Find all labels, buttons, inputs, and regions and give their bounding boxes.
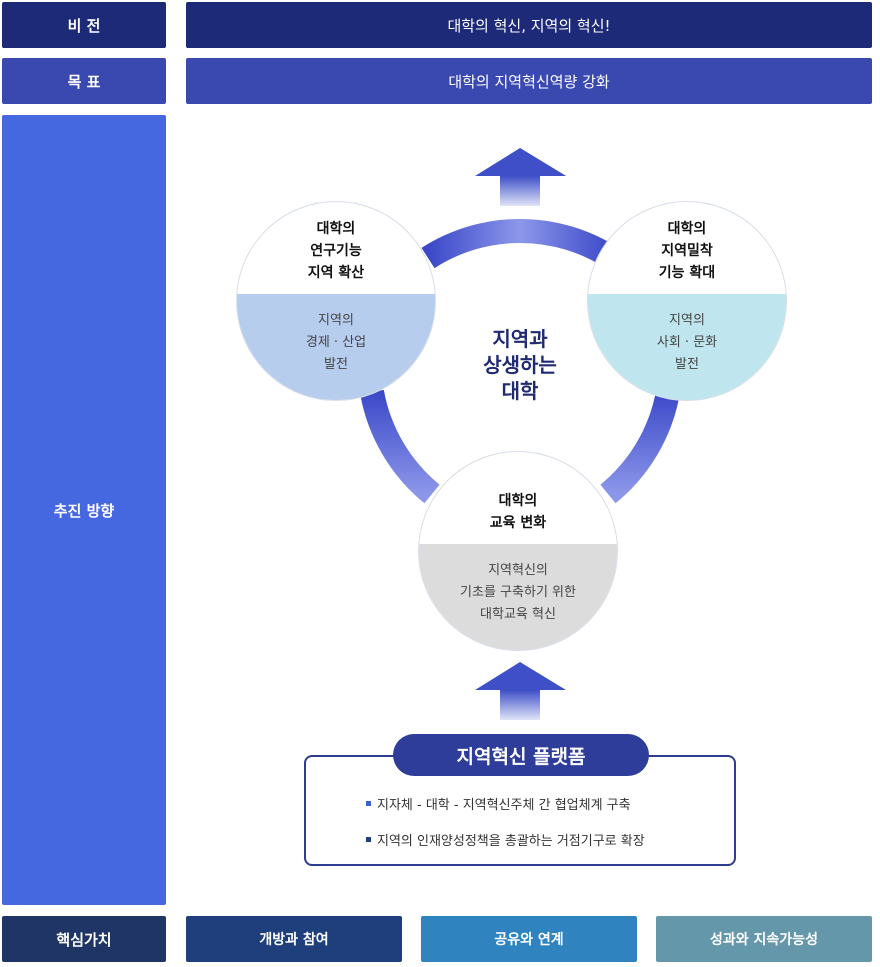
circle-education-title-line: 대학의 [498,493,538,509]
circle-research-body-line: 발전 [324,357,348,372]
circle-regional-body-line: 사회 · 문화 [656,335,718,350]
circle-research-body: 지역의 경제 · 산업 발전 [237,294,435,400]
platform-title: 지역혁신 플랫폼 [393,734,649,776]
platform-title-text: 지역혁신 플랫폼 [456,745,586,768]
goal-label-text: 목 표 [67,72,101,91]
vision-label: 비 전 [2,2,166,48]
goal-label: 목 표 [2,58,166,104]
circle-regional-title-line: 대학의 [667,221,707,237]
vision-bar: 대학의 혁신, 지역의 혁신! [186,2,872,48]
circle-education-body-line: 기초를 구축하기 위한 [460,585,576,600]
circle-education-body-line: 지역혁신의 [488,563,548,578]
circle-research-title: 대학의 연구기능 지역 확산 [237,202,435,294]
direction-label-text: 추진 방향 [53,501,115,520]
center-title-line: 상생하는 [483,353,557,377]
ring-arc-right [600,389,680,504]
circle-education: 대학의 교육 변화 지역혁신의 기초를 구축하기 위한 대학교육 혁신 [418,451,618,651]
ring-arc-top [421,218,619,269]
circle-research-body-line: 경제 · 산업 [305,335,367,350]
platform-item: 지역의 인재양성정책을 총괄하는 거점기구로 확장 [366,830,645,849]
core-value-sharing: 공유와 연계 [421,916,637,962]
circle-regional-title-line: 기능 확대 [658,265,716,281]
core-value-sustainability: 성과와 지속가능성 [656,916,872,962]
up-arrow-bottom-icon [475,662,566,720]
circle-regional: 대학의 지역밀착 기능 확대 지역의 사회 · 문화 발전 [587,201,787,401]
circle-education-title-line: 교육 변화 [489,515,547,531]
vision-label-text: 비 전 [67,16,101,35]
core-value-text: 개방과 참여 [259,932,329,948]
circle-education-title: 대학의 교육 변화 [419,452,617,544]
ring-arc-left [360,389,440,504]
bullet-icon [366,801,371,806]
goal-bar: 대학의 지역혁신역량 강화 [186,58,872,104]
core-values-label: 핵심가치 [2,916,166,962]
circle-education-body: 지역혁신의 기초를 구축하기 위한 대학교육 혁신 [419,544,617,650]
circle-regional-body: 지역의 사회 · 문화 발전 [588,294,786,400]
core-values-label-text: 핵심가치 [56,930,112,949]
circle-research-title-line: 연구기능 [310,243,362,259]
circle-research: 대학의 연구기능 지역 확산 지역의 경제 · 산업 발전 [236,201,436,401]
circle-research-title-line: 지역 확산 [307,265,365,281]
circle-regional-title: 대학의 지역밀착 기능 확대 [588,202,786,294]
core-value-text: 성과와 지속가능성 [710,932,818,948]
circle-research-body-line: 지역의 [318,313,354,328]
center-title-line: 지역과 [492,327,548,351]
goal-text: 대학의 지역혁신역량 강화 [448,72,610,91]
platform-item-text: 지자체 - 대학 - 지역혁신주체 간 협업체계 구축 [377,798,631,813]
platform-item: 지자체 - 대학 - 지역혁신주체 간 협업체계 구축 [366,794,631,813]
circle-regional-title-line: 지역밀착 [661,243,713,259]
up-arrow-top-icon [475,148,566,206]
core-value-text: 공유와 연계 [494,932,564,948]
center-title: 지역과 상생하는 대학 [452,326,588,404]
circle-regional-body-line: 지역의 [669,313,705,328]
circle-research-title-line: 대학의 [316,221,356,237]
core-value-openness: 개방과 참여 [186,916,402,962]
vision-text: 대학의 혁신, 지역의 혁신! [447,16,611,35]
bullet-icon [366,837,371,842]
platform-item-text: 지역의 인재양성정책을 총괄하는 거점기구로 확장 [377,834,645,849]
center-title-line: 대학 [501,379,539,403]
circle-regional-body-line: 발전 [675,357,699,372]
circle-education-body-line: 대학교육 혁신 [480,607,556,622]
direction-label: 추진 방향 [2,115,166,905]
